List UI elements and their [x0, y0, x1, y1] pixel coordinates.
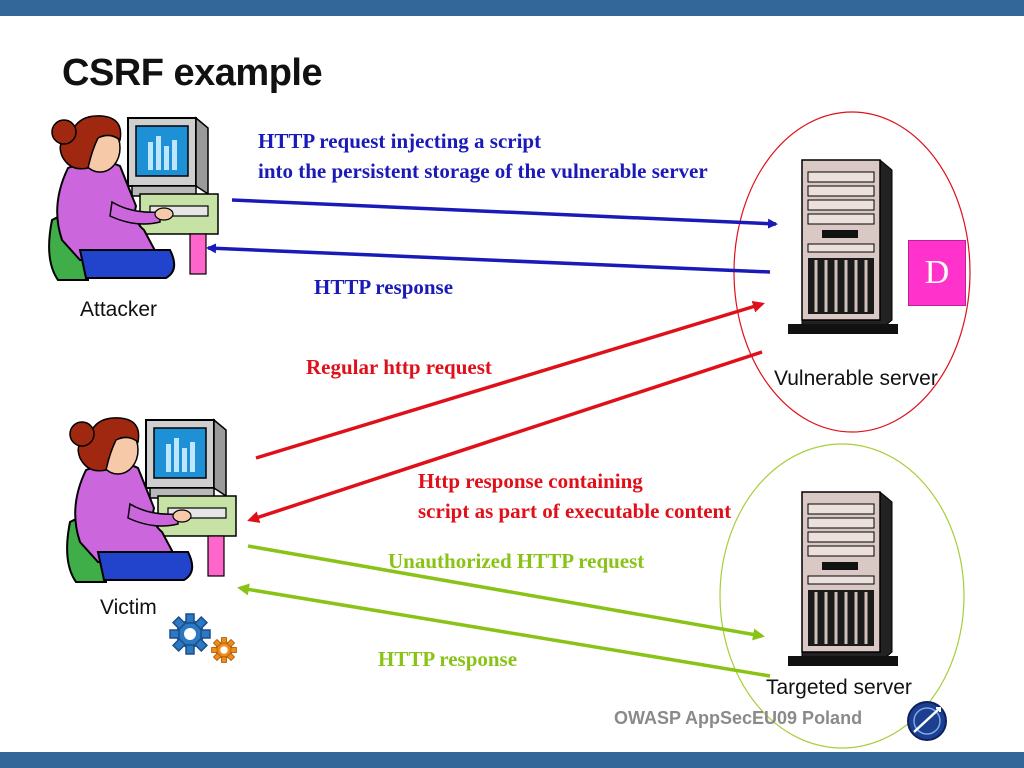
targeted-server-boundary [719, 443, 965, 749]
victim-response-arrow [247, 350, 763, 523]
target-response-label: HTTP response [378, 647, 518, 671]
owasp-globe-icon [907, 701, 947, 741]
gears-icon [169, 613, 237, 663]
targeted-server-caption: Targeted server [766, 676, 912, 699]
victim-response-label-line2: script as part of executable content [418, 499, 732, 523]
footer-text: OWASP AppSecEU09 Poland [614, 708, 863, 728]
attacker-request-label-line1: HTTP request injecting a script [258, 129, 542, 153]
attacker-woman-at-computer-icon [48, 114, 219, 281]
storage-badge: D [908, 240, 966, 306]
victim-woman-at-computer-icon [66, 416, 237, 583]
attacker-request-label-line2: into the persistent storage of the vulne… [258, 159, 708, 183]
slide-title: CSRF example [62, 52, 323, 94]
victim-request-arrow [255, 300, 765, 460]
targeted-server-tower-icon [786, 490, 900, 668]
unauthorized-request-label: Unauthorized HTTP request [388, 549, 645, 573]
victim-caption: Victim [100, 596, 157, 619]
vulnerable-server-tower-icon [786, 158, 900, 336]
victim-response-label-line1: Http response containing [418, 469, 643, 493]
unauthorized-request-arrow [247, 544, 765, 641]
vulnerable-server-caption: Vulnerable server [774, 367, 938, 390]
victim-request-label: Regular http request [306, 355, 492, 379]
attacker-request-arrow [231, 198, 778, 229]
attacker-response-arrow [206, 243, 771, 274]
attacker-caption: Attacker [80, 298, 158, 321]
target-response-arrow [237, 583, 771, 678]
footer-bar [0, 752, 1024, 768]
attacker-response-label: HTTP response [314, 275, 454, 299]
header-bar [0, 0, 1024, 16]
